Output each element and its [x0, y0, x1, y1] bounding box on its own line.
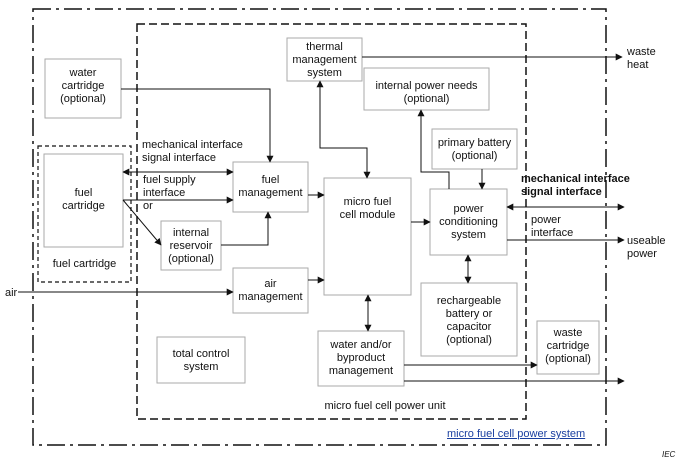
- water-byproduct-management-label: water and/or byproduct management: [328, 339, 394, 377]
- internal-reservoir-box: [160, 220, 222, 271]
- mech-signal-left-label: mechanical interface signal interface: [142, 139, 243, 164]
- mech-signal-right-label: mechanical interface signal interface: [521, 173, 630, 198]
- total-control-system-label: total control system: [172, 348, 230, 373]
- power-conditioning-label: power conditioning system: [439, 203, 498, 241]
- micro-fuel-cell-module-box: [323, 177, 412, 296]
- cartridge-to-reservoir-arrow: [122, 199, 162, 246]
- internal-power-needs-label: internal power needs (optional): [375, 80, 478, 105]
- fuel-management-label: fuel management: [238, 174, 303, 199]
- thermal-management-box: [286, 37, 363, 82]
- water-byproduct-management-box: [317, 330, 405, 387]
- fuel-management-box: [232, 161, 309, 213]
- air-management-box: [232, 267, 309, 314]
- waste-heat-label: waste heat: [627, 46, 656, 71]
- fuel-cartridge-inner-box: [43, 153, 124, 248]
- waste-cartridge-label: waste cartridge (optional): [545, 327, 591, 365]
- power-unit-boundary: [136, 23, 527, 420]
- thermal-management-label: thermal management system: [292, 41, 357, 79]
- internal-reservoir-label: internal reservoir (optional): [168, 227, 214, 265]
- primary-battery-label: primary battery (optional): [437, 137, 512, 162]
- system-label: micro fuel cell power system: [447, 428, 586, 440]
- waste-cartridge-box: [536, 320, 600, 375]
- water-cartridge-box: [44, 58, 122, 119]
- micro-fuel-cell-module-label: micro fuel cell module: [339, 196, 396, 221]
- total-control-system-box: [156, 336, 246, 384]
- power-cond-to-internal-needs-arrow: [417, 109, 450, 189]
- power-unit-label: micro fuel cell power unit: [324, 400, 446, 412]
- air-management-label: air management: [238, 278, 303, 303]
- iec-mark: IEC: [662, 450, 676, 459]
- system-boundary: [32, 8, 607, 446]
- rechargeable-battery-box: [420, 282, 518, 357]
- fuel-cartridge-boundary: [37, 145, 132, 283]
- useable-power-label: useable power: [627, 235, 666, 260]
- rechargeable-battery-label: rechargeable battery or capacitor (optio…: [436, 295, 502, 346]
- thermal-module-arrow: [316, 80, 371, 179]
- power-interface-label: power interface: [531, 214, 574, 239]
- fuel-cartridge-outer-label: fuel cartridge: [52, 258, 117, 270]
- water-to-fuel-mgmt-arrow: [121, 88, 274, 163]
- water-cartridge-label: water cartridge (optional): [60, 67, 106, 105]
- reservoir-to-fuel-mgmt-arrow: [221, 211, 272, 246]
- primary-battery-box: [431, 128, 518, 170]
- fuel-supply-label: fuel supply interface or: [143, 174, 196, 212]
- fuel-cartridge-inner-label: fuel cartridge: [62, 187, 105, 212]
- air-input-label: air: [5, 287, 18, 299]
